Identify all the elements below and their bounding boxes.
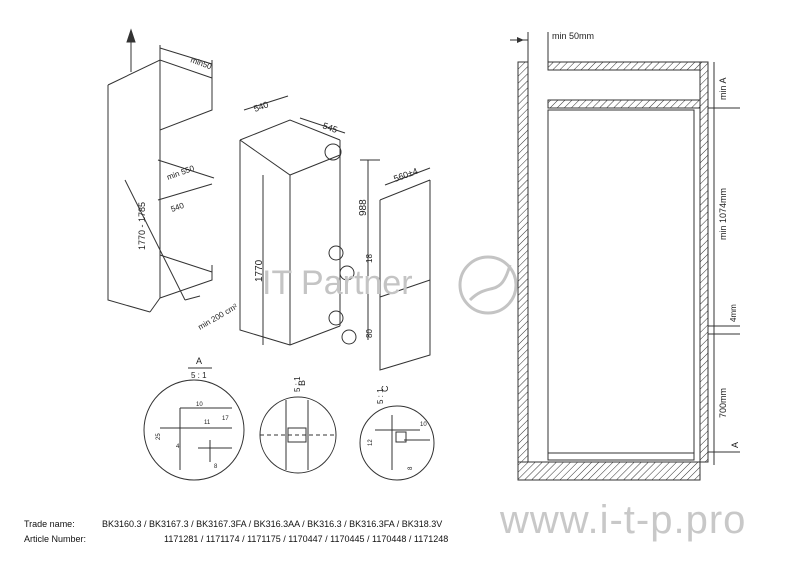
trade-name-row: Trade name: BK3160.3 / BK3167.3 / BK3167.… [24, 519, 442, 529]
detail-a-dim: 11 [204, 420, 211, 426]
bottom-a-label: A [730, 442, 740, 448]
detail-b-scale: 5 : 1 [293, 376, 302, 392]
top-min-label: min50 [189, 55, 213, 71]
min-a-label: min A [718, 77, 728, 100]
appliance-depth-label: 545 [321, 120, 339, 135]
niche-width-label: 540 [170, 201, 186, 214]
gap-top-label: 18 [365, 254, 374, 263]
top-gap-label: min 50mm [552, 31, 594, 41]
detail-c-dim: 12 [368, 439, 374, 446]
detail-b-label: B [297, 380, 307, 386]
detail-c [359, 405, 435, 481]
detail-c-dim: 8 [408, 466, 414, 470]
detail-c-scale: 5 : 1 [376, 388, 385, 404]
appliance-width-label: 540 [252, 99, 270, 114]
trade-name-label: Trade name: [24, 519, 75, 529]
mid-gap-label: 4mm [729, 304, 738, 322]
detail-c-dim: 10 [420, 422, 427, 428]
up-arrow-icon [126, 28, 136, 43]
detail-a-dim: 17 [222, 416, 229, 422]
detail-a-label: A [196, 356, 202, 366]
arrow-icon [517, 37, 524, 43]
detail-c-label: C [380, 385, 390, 392]
section-view-drawing [510, 32, 740, 481]
detail-a [143, 367, 245, 481]
watermark-url: www.i-t-p.pro [500, 498, 747, 542]
appliance-isometric-drawing [239, 95, 431, 371]
detail-a-dim: 10 [196, 402, 203, 408]
detail-a-scale: 5 : 1 [191, 371, 207, 380]
detail-a-dim: 25 [156, 433, 162, 440]
trade-name-value: BK3160.3 / BK3167.3 / BK3167.3FA / BK316… [102, 519, 443, 529]
niche-depth-label: min 550 [166, 163, 196, 181]
article-number-label: Article Number: [24, 534, 87, 544]
detail-a-dim: 4 [176, 444, 180, 450]
height-range-label: 1770 - 1785 [137, 202, 147, 250]
detail-b [259, 396, 337, 474]
gap-bottom-label: 80 [365, 329, 374, 338]
watermark-brand: IT Partner [262, 264, 413, 302]
upper-height-label: 988 [358, 199, 369, 216]
lower-height-label: 700mm [718, 388, 728, 418]
niche-isometric-drawing [107, 28, 215, 313]
article-number-row: Article Number: 1171281 / 1171174 / 11711… [24, 534, 448, 544]
vent-area-label: min 200 cm² [197, 302, 240, 332]
article-number-value: 1171281 / 1171174 / 1171175 / 1170447 / … [164, 534, 449, 544]
detail-a-dim: 8 [214, 464, 218, 470]
upper-height-label: min 1074mm [718, 188, 728, 240]
watermark-logo [458, 255, 518, 315]
door-depth-label: 560±4 [392, 166, 419, 184]
total-height-label: 1770 [254, 259, 265, 282]
